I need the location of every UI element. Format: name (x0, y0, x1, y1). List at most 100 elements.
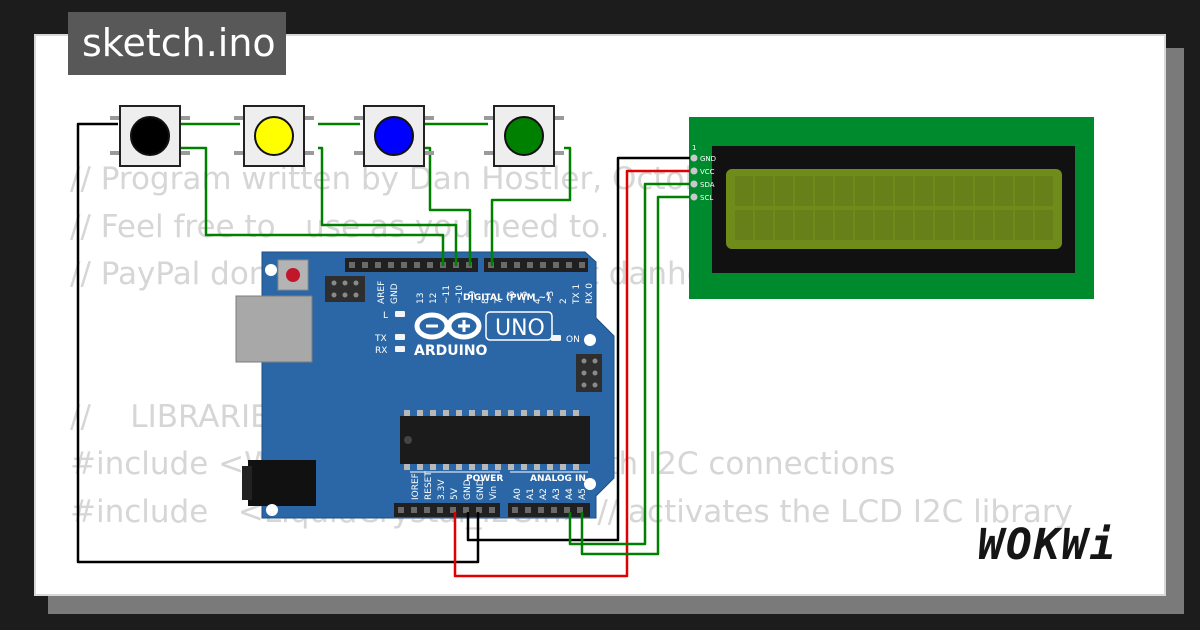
lcd-char-cell (795, 176, 813, 206)
top-pin-label: ~3 (546, 291, 556, 304)
lcd-char-cell (735, 176, 753, 206)
lcd-char-cell (735, 210, 753, 240)
wire-ground-loop (76, 122, 480, 564)
bottom-pin-label: A2 (539, 488, 549, 500)
lcd-char-cell (755, 176, 773, 206)
bottom-pin-label: A0 (513, 488, 523, 500)
lcd-char-cell (835, 210, 853, 240)
led-label-rx: RX (375, 346, 387, 356)
top-pin-label: ~6 (507, 290, 517, 304)
bottom-pin-label: A4 (565, 488, 575, 500)
wire-lcd-sda (568, 182, 690, 546)
power-led (551, 335, 561, 341)
lcd-char-cell (1035, 176, 1053, 206)
pushbutton-blue[interactable] (354, 105, 434, 167)
sketch-filename-tab[interactable]: sketch.ino (68, 12, 286, 75)
wire-green-button-pin (490, 146, 572, 266)
lcd-char-cell (955, 210, 973, 240)
bottom-pin-label: GND (476, 479, 486, 500)
lcd-char-cell (815, 176, 833, 206)
wires (76, 122, 690, 578)
lcd-char-cell (895, 210, 913, 240)
wire-lcd-scl (580, 195, 690, 556)
l-led (395, 311, 405, 317)
lcd-char-cell (975, 210, 993, 240)
lcd-pin-sda: SDA (700, 181, 715, 189)
lcd-char-cell (875, 210, 893, 240)
pushbutton-black[interactable] (110, 105, 190, 167)
arduino-brand-text: ARDUINO (414, 343, 488, 359)
bottom-pin-label: A3 (552, 488, 562, 500)
button-cap-blue (374, 116, 414, 156)
lcd-char-cell (1015, 210, 1033, 240)
button-cap-yellow (254, 116, 294, 156)
digital-header-right (484, 258, 588, 272)
pushbutton-yellow[interactable] (234, 105, 314, 167)
lcd-char-cell (1015, 176, 1033, 206)
pushbutton-green[interactable] (484, 105, 564, 167)
bottom-pin-label: 5V (450, 487, 460, 500)
top-pin-label: TX 1 (572, 284, 582, 305)
button-cap-green (504, 116, 544, 156)
lcd-pin-gnd: GND (700, 155, 716, 163)
bottom-pin-label: GND (463, 479, 473, 500)
lcd-char-cell (795, 210, 813, 240)
lcd-pin-vcc: VCC (700, 168, 715, 176)
atmega-chip (400, 416, 590, 464)
power-label: POWER (466, 474, 503, 484)
lcd-char-cell (915, 210, 933, 240)
bottom-pin-label: A1 (526, 488, 536, 500)
wire-black-button-pin (180, 146, 445, 266)
lcd-pin1-label: 1 (692, 144, 696, 152)
lcd-char-cell (975, 176, 993, 206)
digital-label: DIGITAL (PWM ~) (463, 293, 550, 303)
top-pin-label: 12 (429, 293, 439, 304)
wire-yellow-button-pin (318, 146, 458, 266)
wokwi-logo: WOKWi (978, 520, 1118, 570)
on-label: ON (566, 335, 580, 345)
digital-header-left (345, 258, 478, 272)
lcd-char-cell (935, 210, 953, 240)
lcd-char-cell (835, 176, 853, 206)
lcd-char-cell (855, 176, 873, 206)
uno-logo-text: UNO (495, 316, 545, 341)
top-pin-label: 2 (559, 298, 569, 304)
led-label-tx: TX (374, 334, 387, 344)
top-pin-label: RX 0 (585, 283, 595, 304)
bottom-pin-label: IOREF (411, 473, 421, 500)
top-pin-label: 8 (481, 298, 491, 304)
lcd-char-cell (815, 210, 833, 240)
lcd-1602-i2c[interactable]: 1 GND VCC SDA SCL (689, 117, 1094, 299)
tx-led (395, 334, 405, 340)
power-header (394, 503, 500, 517)
wire-lcd-vcc (453, 169, 690, 578)
arduino-logo-icon (414, 312, 482, 340)
top-pin-label: 4 (533, 298, 543, 304)
top-pin-label: GND (390, 283, 400, 304)
top-pin-label: AREF (377, 281, 387, 304)
lcd-char-cell (955, 176, 973, 206)
lcd-char-cell (995, 210, 1013, 240)
lcd-char-cell (775, 176, 793, 206)
top-pin-label: ~9 (468, 290, 478, 304)
lcd-char-cell (915, 176, 933, 206)
lcd-char-cell (1035, 210, 1053, 240)
top-pin-label: ~10 (455, 285, 465, 304)
rx-led (395, 346, 405, 352)
top-pin-label: 7 (494, 298, 504, 304)
lcd-char-cell (775, 210, 793, 240)
usb-connector (235, 295, 313, 363)
power-jack (248, 460, 316, 506)
lcd-char-cell (755, 210, 773, 240)
top-pin-label: ~11 (442, 285, 452, 304)
lcd-char-cell (875, 176, 893, 206)
lcd-char-cell (935, 176, 953, 206)
bottom-pin-label: Vin (489, 486, 499, 500)
bottom-pin-label: A5 (578, 488, 588, 500)
wire-blue-button-pin (418, 146, 472, 266)
bottom-pin-label: 3.3V (437, 479, 447, 500)
button-cap-black (130, 116, 170, 156)
